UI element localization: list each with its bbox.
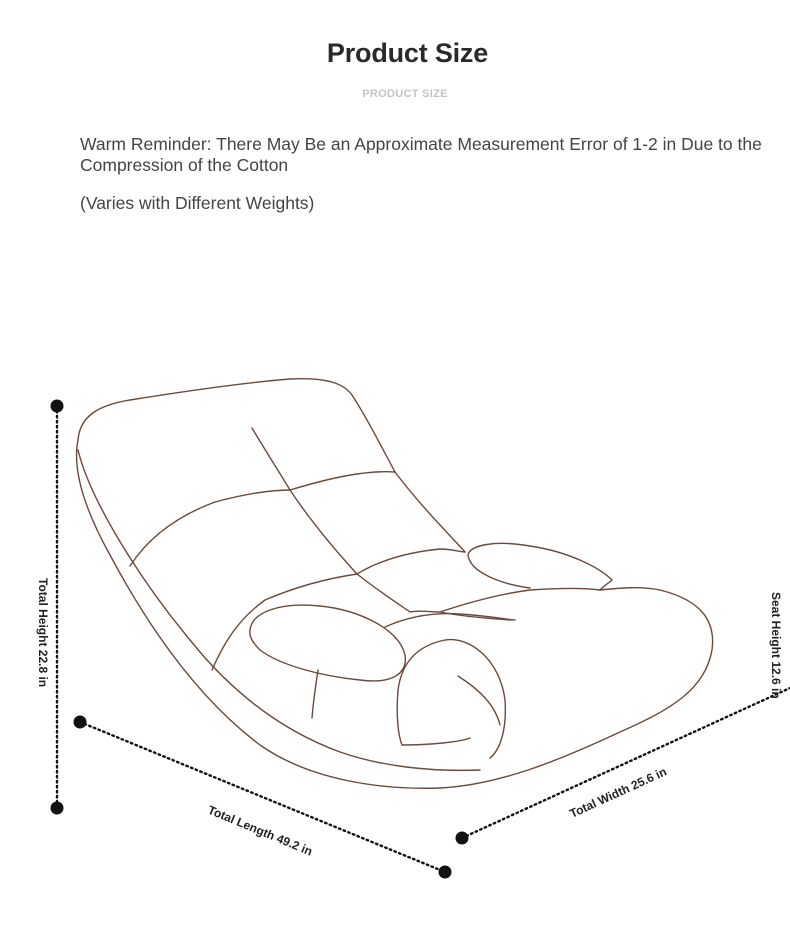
endpoint-dot [73, 715, 87, 729]
endpoint-dot [50, 399, 64, 413]
seat-height-label: Seat Height 12.6 in [769, 592, 783, 699]
page-subtitle: PRODUCT SIZE [362, 88, 448, 100]
dimension-lines [55, 404, 790, 874]
dimension-endpoints [50, 399, 469, 879]
total-length-line [78, 720, 447, 874]
floor-chair-illustration [75, 377, 714, 789]
weight-note: (Varies with Different Weights) [80, 193, 315, 213]
endpoint-dot [438, 865, 452, 879]
page-title: Product Size [326, 38, 489, 68]
measurement-reminder: Warm Reminder: There May Be an Approxima… [80, 134, 762, 175]
total-width-line [460, 686, 790, 840]
total-height-label: Total Height 22.8 in [36, 578, 50, 687]
endpoint-dot [50, 801, 64, 815]
total-width-label: Total Width 25.6 in [567, 764, 668, 820]
endpoint-dot [455, 831, 469, 845]
